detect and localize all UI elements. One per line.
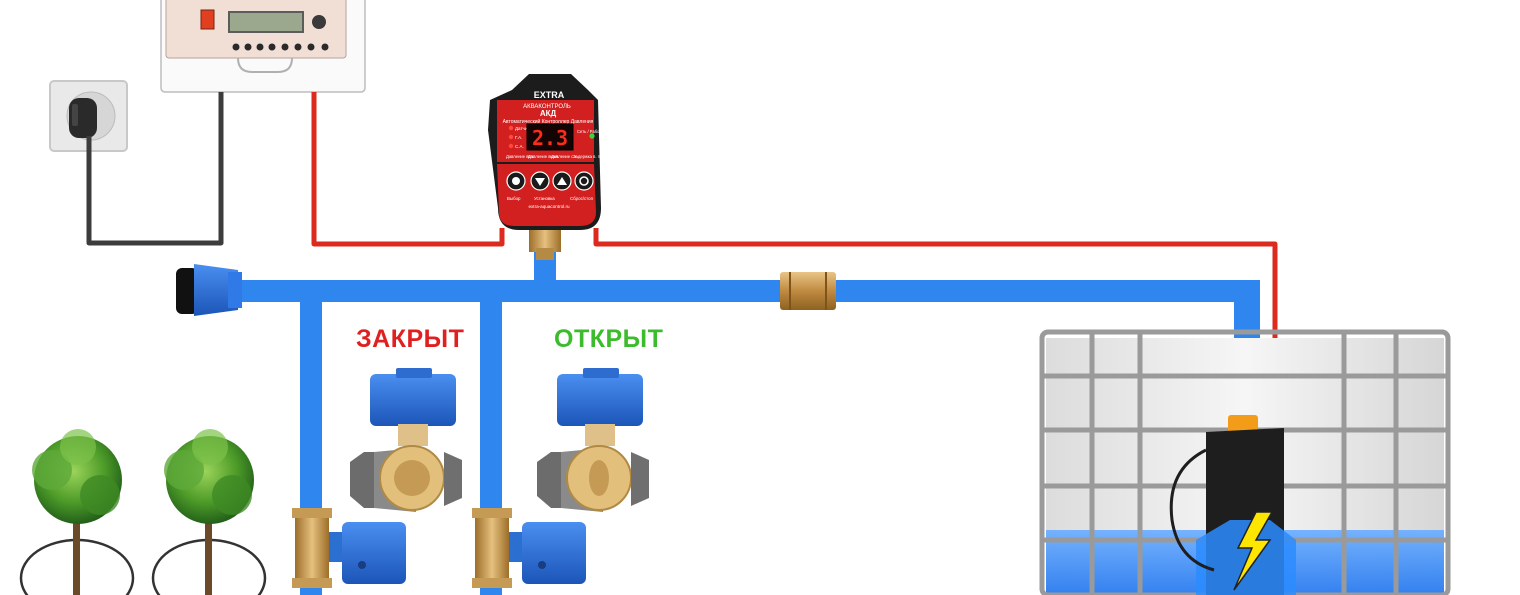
led-ga-icon: [508, 134, 514, 140]
pipe-end-cap: [176, 264, 242, 316]
lightning-bolt-icon: [1233, 511, 1274, 591]
pressure-display: [526, 123, 574, 151]
tree-1: [19, 429, 135, 595]
reset-icon: [579, 176, 589, 186]
reset-button[interactable]: [574, 171, 594, 191]
controller-series: АКВАКОНТРОЛЬ: [523, 104, 571, 110]
button-label-set: Установка: [534, 196, 555, 201]
up-button[interactable]: [552, 171, 572, 191]
select-button[interactable]: [506, 171, 526, 191]
arrow-down-icon: [535, 178, 545, 186]
led-sensor-icon: [508, 125, 514, 131]
controller-model: АКД: [540, 109, 557, 118]
submersible-pump: [1169, 415, 1296, 595]
led-sa-icon: [508, 143, 514, 149]
pressure-controller: EXTRA АКВАКОНТРОЛЬ АКД Автоматический Ко…: [488, 74, 604, 260]
control-wires: [311, 92, 1278, 428]
check-valve: [780, 272, 836, 310]
valve-open-label: ОТКРЫТ: [554, 325, 664, 353]
irrigation-controller-box: [160, 0, 366, 93]
power-wires: [86, 92, 224, 246]
button-label-reset: Сброс/стоп: [570, 196, 594, 201]
tree-2: [151, 429, 267, 595]
param-label-off: Давление выкл.: [528, 154, 559, 159]
controller-website: extra-aquacontrol.ru: [528, 204, 570, 209]
branch-valve-1: [292, 508, 406, 588]
led-label-ga: Г.А.: [515, 135, 522, 140]
controller-subtitle: Автоматический Контроллер Давления: [503, 118, 594, 125]
led-label-sa: С.А.: [515, 144, 524, 149]
motorized-ball-valve-open: [537, 368, 649, 512]
led-label-sensor: Датчик: [515, 126, 529, 131]
button-label-select: Выбор: [507, 196, 521, 201]
branch-valve-2: [472, 508, 586, 588]
down-button[interactable]: [530, 171, 550, 191]
arrow-up-icon: [557, 177, 567, 185]
controller-brand: EXTRA: [534, 90, 565, 100]
param-label-on: Давление вкл.: [506, 154, 534, 159]
valve-closed-label: ЗАКРЫТ: [356, 325, 465, 353]
status-label: Сеть / Работа: [577, 129, 604, 134]
select-icon: [512, 177, 520, 185]
param-label-delay: Задержка в. п.: [573, 154, 601, 159]
power-status-led-icon: [589, 133, 595, 139]
pressure-display-value: 2.3: [532, 126, 568, 150]
motorized-ball-valve-closed: [350, 368, 462, 512]
param-label-dry: Давление с.х.: [551, 154, 578, 159]
